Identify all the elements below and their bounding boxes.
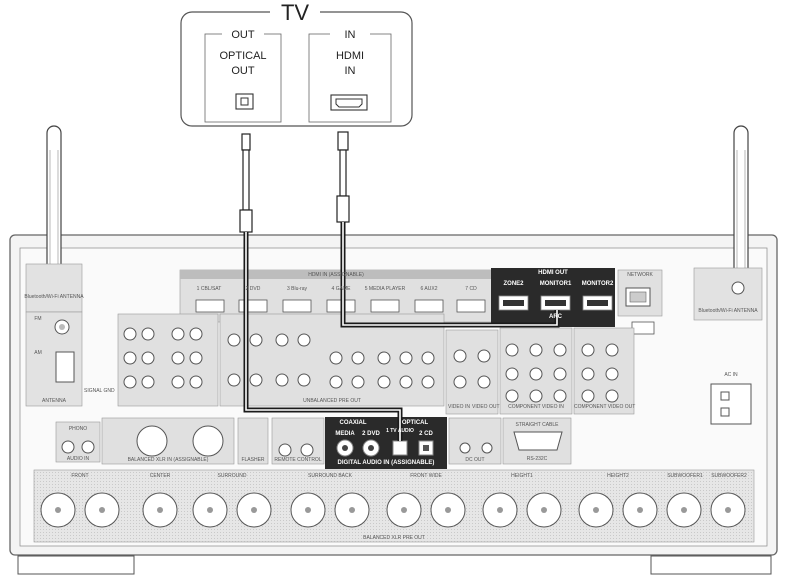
balanced-xlr-pre-out-label: BALANCED XLR PRE OUT bbox=[363, 535, 425, 541]
coaxial-label: COAXIAL bbox=[339, 420, 367, 426]
hdmi-in-4: 4 GAME bbox=[331, 286, 351, 292]
monitor2-label: MONITOR2 bbox=[581, 281, 614, 287]
coaxial-ports bbox=[336, 439, 380, 457]
xlr-out-front: FRONT bbox=[71, 473, 89, 479]
xlr-out-height1: HEIGHT1 bbox=[511, 473, 533, 479]
hdmi-out-label: HDMI OUT bbox=[538, 270, 568, 276]
video-out-label: VIDEO OUT bbox=[472, 404, 500, 410]
component-video-in-label: COMPONENT VIDEO IN bbox=[508, 404, 564, 410]
tv-out-group-label: OUT bbox=[222, 29, 264, 42]
digital-audio-in-label: DIGITAL AUDIO IN (ASSIGNABLE) bbox=[337, 460, 435, 466]
straight-cable-label: STRAIGHT CABLE bbox=[515, 422, 559, 428]
xlr-out-surround: SURROUND bbox=[217, 473, 247, 479]
hdmi-in-5: 5 MEDIA PLAYER bbox=[364, 286, 406, 292]
zone2-label: ZONE2 bbox=[503, 281, 524, 287]
unbalanced-pre-out-label: UNBALANCED PRE OUT bbox=[303, 398, 361, 404]
hdmi-cable bbox=[336, 131, 560, 328]
xlr-out-subwoofer2: SUBWOOFER2 bbox=[711, 473, 747, 479]
signal-gnd-label: SIGNAL GND bbox=[84, 388, 115, 394]
fm-label: FM bbox=[34, 316, 42, 322]
xlr-out-surround-back: SURROUND BACK bbox=[308, 473, 352, 479]
xlr-out-height2: HEIGHT2 bbox=[607, 473, 629, 479]
hdmi-in-3: 3 Blu-ray bbox=[286, 286, 307, 292]
hdmi-in-label-2: IN bbox=[344, 65, 356, 77]
video-in-label: VIDEO IN bbox=[448, 404, 470, 410]
hdmi-in-port-inner bbox=[335, 98, 363, 108]
remote-control-label: REMOTE CONTROL bbox=[274, 457, 322, 463]
optical-out-port-inner bbox=[240, 97, 249, 106]
tv-in-group-label: IN bbox=[330, 29, 370, 42]
antenna-left-label: Bluetooth/Wi-Fi ANTENNA bbox=[24, 294, 84, 300]
tv-title: TV bbox=[270, 0, 320, 26]
hdmi-in-label: HDMI IN (ASSIGNABLE) bbox=[308, 272, 364, 278]
foot-left bbox=[17, 555, 135, 575]
flasher-label: FLASHER bbox=[241, 457, 265, 463]
optical-cable bbox=[239, 133, 403, 441]
coax-input-1: MEDIA bbox=[335, 431, 355, 437]
audio-in-label: AUDIO IN bbox=[66, 456, 90, 462]
hdmi-in-1: 1 CBL/SAT bbox=[196, 286, 222, 292]
am-label: AM bbox=[34, 350, 42, 356]
balanced-xlr-in-label: BALANCED XLR IN (ASSIGNABLE) bbox=[127, 457, 209, 463]
hdmi-in-label-1: HDMI bbox=[335, 50, 365, 62]
ac-in-label: AC IN bbox=[724, 372, 738, 378]
opt-input-2: 2 CD bbox=[419, 431, 433, 437]
hdmi-in-7: 7 CD bbox=[465, 286, 477, 292]
antenna-label: ANTENNA bbox=[42, 398, 66, 404]
coax-input-2: 2 DVD bbox=[362, 431, 380, 437]
phono-label: PHONO bbox=[68, 426, 88, 432]
hdmi-in-2: 2 DVD bbox=[245, 286, 261, 292]
optical-out-label-2: OUT bbox=[231, 65, 255, 77]
optical-label: OPTICAL bbox=[401, 420, 429, 426]
rs232c-label: RS-232C bbox=[526, 456, 548, 462]
opt-input-1: 1 TV AUDIO bbox=[386, 428, 414, 434]
antenna-right-label: Bluetooth/Wi-Fi ANTENNA bbox=[698, 308, 758, 314]
monitor1-label: MONITOR1 bbox=[539, 281, 572, 287]
ac-in-socket bbox=[710, 383, 752, 425]
xlr-out-subwoofer1: SUBWOOFER1 bbox=[667, 473, 703, 479]
foot-right bbox=[650, 555, 772, 575]
component-video-out-label: COMPONENT VIDEO OUT bbox=[574, 404, 636, 410]
arc-label: ARC bbox=[549, 314, 562, 320]
xlr-out-center: CENTER bbox=[149, 473, 171, 479]
hdmi-in-ports bbox=[195, 299, 486, 313]
dc-out-label: DC OUT bbox=[465, 457, 485, 463]
hdmi-in-6: 6 AUX2 bbox=[420, 286, 438, 292]
xlr-out-front-wide: FRONT WIDE bbox=[410, 473, 442, 479]
optical-out-label-1: OPTICAL bbox=[219, 50, 267, 62]
network-label: NETWORK bbox=[627, 272, 653, 278]
